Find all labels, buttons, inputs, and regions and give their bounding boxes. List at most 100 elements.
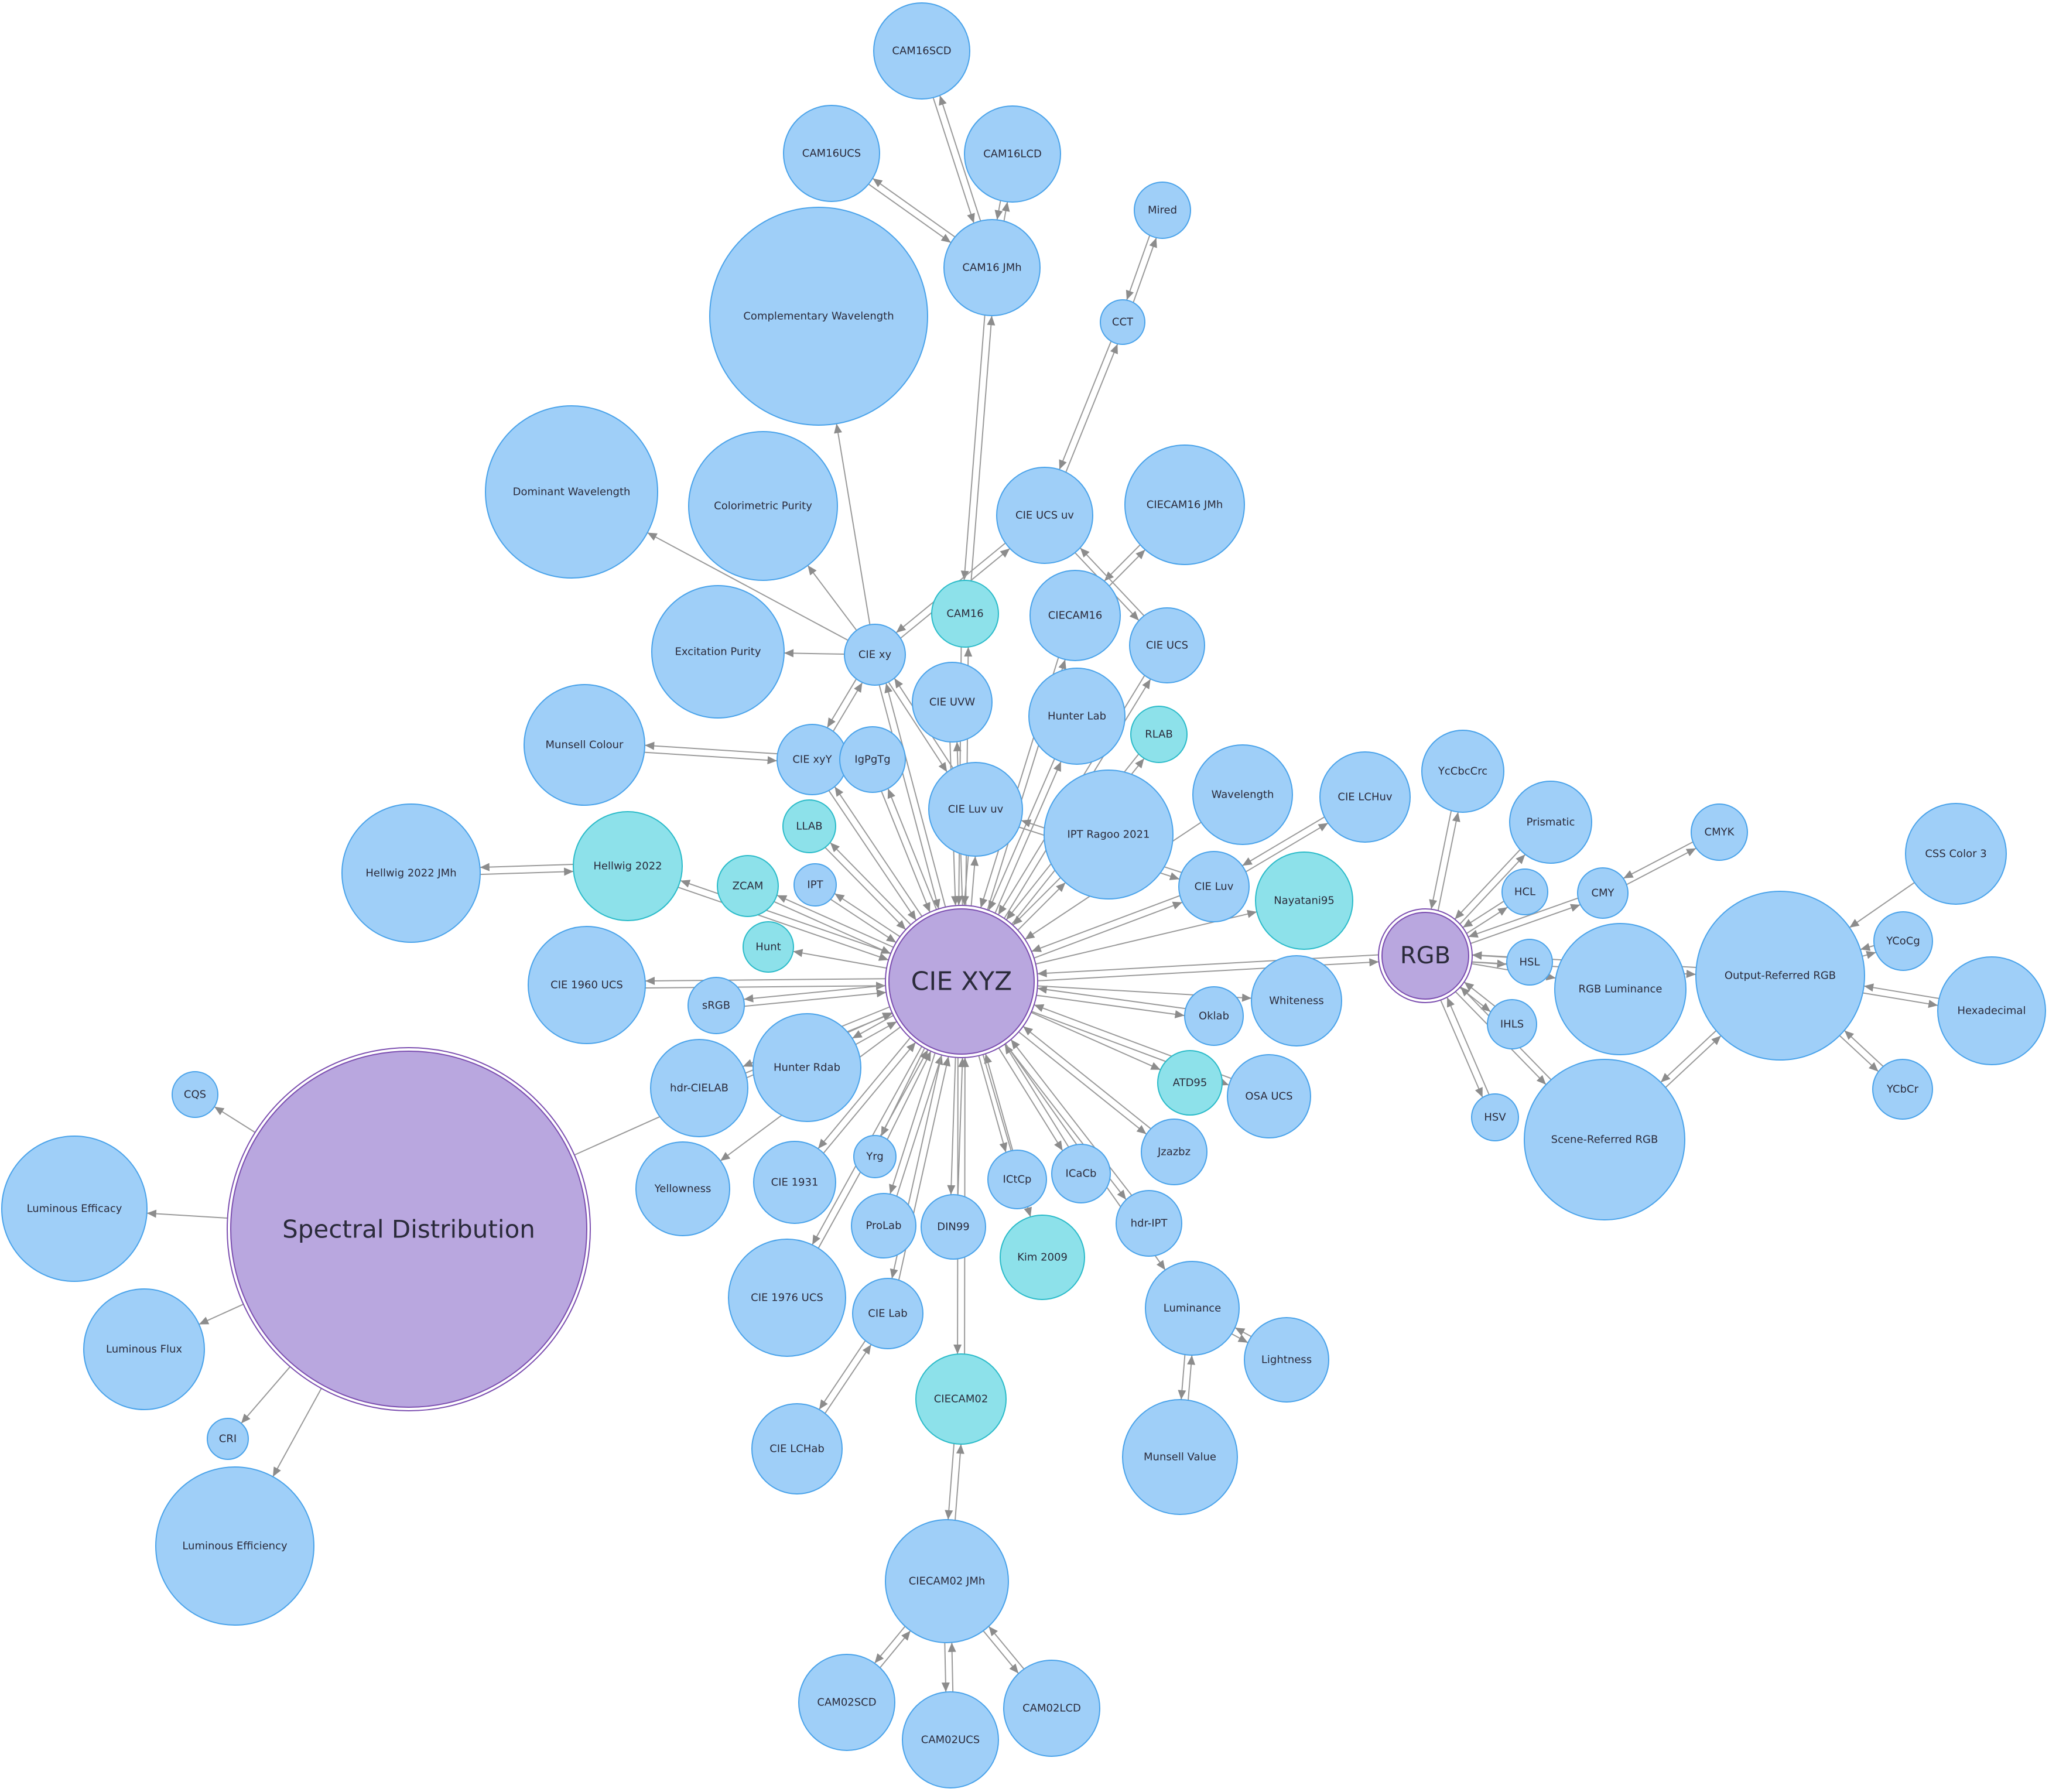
node-circle-oklab — [1184, 986, 1244, 1046]
arrow-xyz-ciexy — [884, 683, 892, 693]
node-circle-ycbcr — [1872, 1059, 1933, 1120]
edge-cieluv-xyz-1 — [1034, 901, 1183, 959]
node-circle-cielchuv — [1319, 751, 1411, 843]
node-circle-rlab — [1130, 706, 1188, 763]
arrow-cieucs-ucsuv — [1080, 548, 1090, 558]
arrow-xyz-iptragoo — [1056, 883, 1066, 892]
node-circle-ucs1960 — [528, 926, 646, 1044]
arrow-cam02scd-ciecam02jmh — [901, 1630, 911, 1641]
arrow-cam16-cam16jmh — [987, 316, 996, 326]
node-label-hsv: HSV — [1484, 1112, 1506, 1124]
node-zcam: ZCAM — [717, 855, 779, 917]
node-circle-cieuvw — [912, 662, 993, 743]
arrow-mired-cct — [1126, 289, 1134, 300]
node-label-hellwigjmh: Hellwig 2022 JMh — [365, 867, 456, 880]
edge-ciexyy-munsell-1 — [644, 751, 777, 762]
arrow-luvuv-ciexy — [894, 678, 904, 689]
arrow-ciecam02jmh-cam02scd — [874, 1653, 884, 1663]
node-label-cieucs: CIE UCS — [1146, 639, 1188, 652]
arrow-xyz-luvuv — [970, 856, 979, 866]
node-circle-cielchab — [751, 1403, 843, 1495]
edge-layer — [146, 95, 1939, 1692]
arrow-ciexy-excpur — [784, 649, 794, 658]
arrow-ciexyy-ciexy — [854, 682, 863, 693]
node-circle-cri — [207, 1418, 249, 1460]
edge-rgb-cmy-0 — [1470, 904, 1581, 944]
node-label-wavelength: Wavelength — [1212, 789, 1274, 801]
edge-ciecam02-ciecam02jmh-1 — [955, 1444, 962, 1520]
arrow-xyz-ictcp — [999, 1142, 1008, 1153]
edge-ciexy-domwave — [647, 532, 849, 641]
node-cielab: CIE Lab — [852, 1278, 923, 1349]
node-luminance: Luminance — [1145, 1261, 1240, 1356]
node-ucsuv: CIE UCS uv — [996, 467, 1093, 564]
arrow-xyz-ciecam16 — [1058, 659, 1066, 670]
node-label-hunterlab: Hunter Lab — [1048, 710, 1106, 723]
arrow-ihls-rgb — [1464, 982, 1475, 991]
edge-sd-lumeff — [146, 1212, 228, 1219]
node-label-cct: CCT — [1112, 316, 1134, 329]
edge-iptragoo-xyz-1 — [1017, 882, 1066, 931]
node-label-cielchab: CIE LCHab — [769, 1443, 825, 1455]
node-label-ihls: IHLS — [1500, 1018, 1524, 1031]
edge-ciecam02-ciecam02jmh-0 — [947, 1444, 955, 1520]
edge-xyz-oklab-1 — [1037, 987, 1186, 1010]
edge-outrgb-scenergb-0 — [1660, 1030, 1717, 1083]
arrow-xyz-hdrcielab — [743, 1059, 754, 1067]
arrow-ciexy-ucsuv — [1000, 548, 1010, 558]
edge-ciexy-xyz-1 — [885, 683, 946, 908]
node-circle-xyz — [888, 908, 1035, 1055]
node-circle-scenergb — [1524, 1059, 1685, 1220]
node-ycbcr: YCbCr — [1872, 1059, 1933, 1120]
arrow-sd-lumeff — [146, 1209, 157, 1218]
node-label-ycbcr: YCbCr — [1886, 1083, 1919, 1096]
node-circle-hsv — [1471, 1093, 1519, 1141]
node-circle-cam16ucs — [783, 105, 880, 202]
node-ycocg: YCoCg — [1873, 911, 1933, 971]
arrow-scenergb-rgb — [1460, 987, 1470, 997]
arrow-srgb-xyz — [876, 989, 887, 998]
edge-ipt-xyz-0 — [830, 899, 897, 943]
edge-xyz-ucs1960-0 — [645, 978, 885, 982]
node-din99: DIN99 — [921, 1194, 986, 1260]
node-circle-hsl — [1506, 939, 1553, 986]
node-cmyk: CMYK — [1691, 803, 1748, 861]
node-circle-rgblum — [1554, 923, 1687, 1055]
node-label-cie1976: CIE 1976 UCS — [751, 1292, 823, 1304]
arrow-xyz-srgb — [744, 994, 754, 1003]
arrow-ciecam02jmh-cam02lcd — [1009, 1663, 1019, 1674]
node-ciecam02: CIECAM02 — [915, 1353, 1007, 1445]
arrow-scenergb-outrgb — [1711, 1035, 1721, 1045]
node-label-cri: CRI — [219, 1433, 237, 1445]
node-circle-cie1976 — [728, 1239, 846, 1357]
edge-xyz-hunt — [793, 950, 887, 969]
node-circle-llab — [782, 799, 836, 853]
node-circle-cieluv — [1178, 851, 1250, 922]
edge-cieluv-cielchuv-1 — [1242, 816, 1325, 867]
node-ring-sd — [227, 1047, 591, 1411]
arrow-ciecam16jmh-ciecam16 — [1104, 571, 1114, 582]
edge-rgb-cmy-1 — [1468, 897, 1578, 938]
node-label-cielab: CIE Lab — [868, 1308, 907, 1320]
node-llab: LLAB — [782, 799, 836, 853]
node-label-css3: CSS Color 3 — [1925, 848, 1986, 860]
edge-ciexy-excpur — [784, 652, 845, 655]
node-circle-cam16lcd — [964, 105, 1061, 203]
arrow-ictcp-xyz — [984, 1054, 993, 1064]
edge-cam16jmh-cam16ucs-1 — [868, 183, 952, 244]
edge-cct-ucsuv-1 — [1065, 344, 1118, 473]
edge-hunterlab-xyz-0 — [988, 758, 1055, 911]
node-circle-rgb — [1381, 912, 1469, 1000]
arrow-xyz-whiteness — [1241, 993, 1252, 1002]
arrow-xyz-icacb — [1054, 1140, 1063, 1151]
node-ciecam02jmh: CIECAM02 JMh — [885, 1519, 1009, 1643]
arrow-outrgb-ycbcr — [1869, 1062, 1879, 1072]
arrow-cam16jmh-cam16ucs — [873, 178, 883, 187]
node-label-compwave: Complementary Wavelength — [743, 310, 894, 323]
node-label-ciecam16: CIECAM16 — [1048, 610, 1103, 622]
edge-ciexy-ciexyy-1 — [833, 682, 863, 732]
node-cam02lcd: CAM02LCD — [1003, 1660, 1100, 1757]
edge-css3-outrgb — [1849, 882, 1915, 928]
edge-ciexyy-xyz-0 — [828, 790, 917, 921]
edge-cielab-cielchab-1 — [825, 1344, 872, 1414]
